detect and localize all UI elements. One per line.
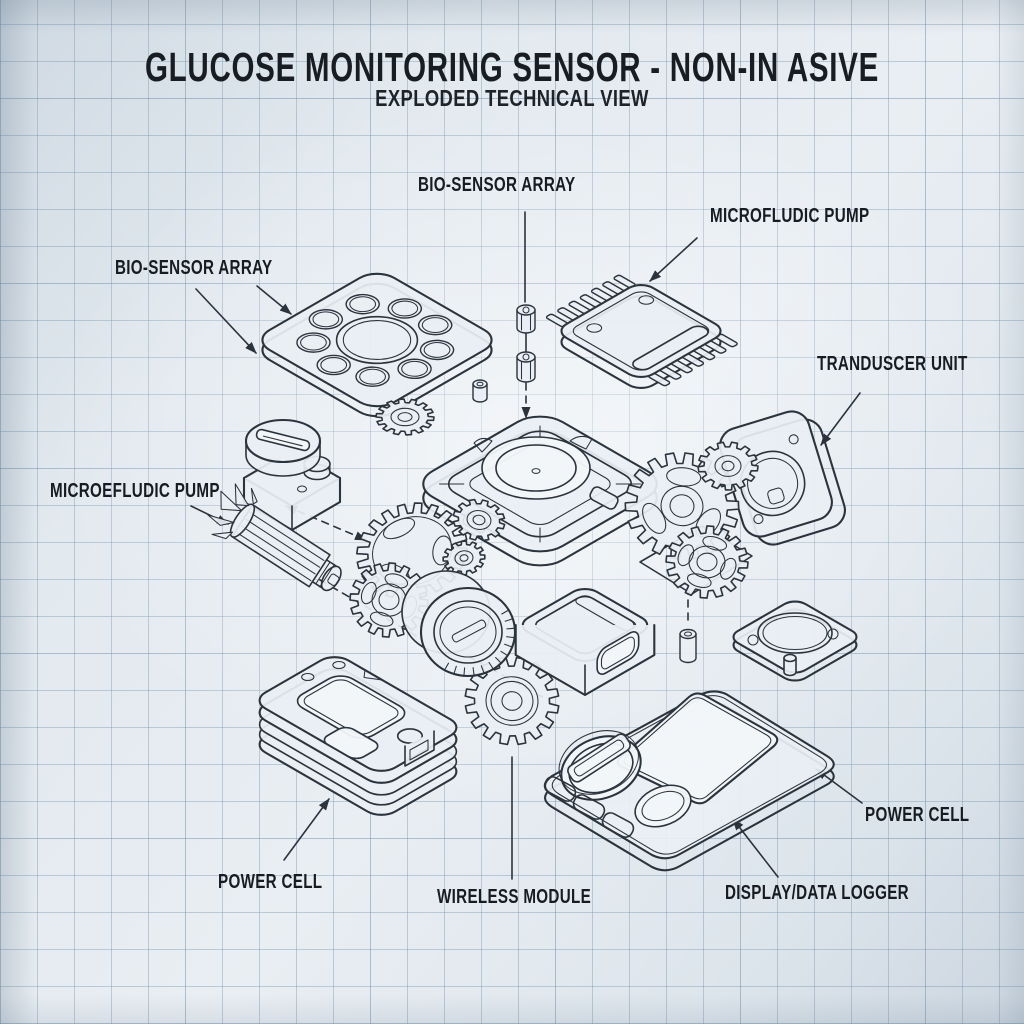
microfluidic-pump-chip (544, 273, 740, 393)
small-sensor-plate (727, 598, 862, 684)
power-cell (251, 653, 464, 820)
label-display-data-logger: DISPLAY/DATA LOGGER (725, 882, 909, 904)
standoff-spacers (473, 305, 696, 663)
page-title: GLUCOSE MONITORING SENSOR - NON-IN ASIVE (144, 44, 880, 90)
label-microfludic-pump-right: MICROFLUDIC PUMP (710, 205, 870, 227)
label-microefludic-pump-left: MICROEFLUDIC PUMP (50, 480, 220, 502)
label-power-cell-left: POWER CELL (218, 871, 323, 893)
bio-sensor-array-plate (252, 268, 501, 422)
micro-motor (244, 420, 340, 530)
gear-train (344, 399, 758, 749)
label-wireless-module: WIRELESS MODULE (437, 886, 592, 908)
label-bio-sensor-array-left: BIO-SENSOR ARRAY (115, 257, 273, 279)
drum-gear (402, 571, 515, 676)
display-data-logger (542, 691, 834, 870)
label-power-cell-right: POWER CELL (865, 804, 970, 826)
label-transducer-unit: TRANDUSCER UNIT (817, 353, 968, 375)
page-subtitle: EXPLODED TECHNICAL VIEW (375, 85, 649, 111)
worm-rotor (199, 475, 355, 606)
label-bio-sensor-array-top: BIO-SENSOR ARRAY (418, 174, 576, 196)
wireless-module-box (516, 585, 655, 695)
